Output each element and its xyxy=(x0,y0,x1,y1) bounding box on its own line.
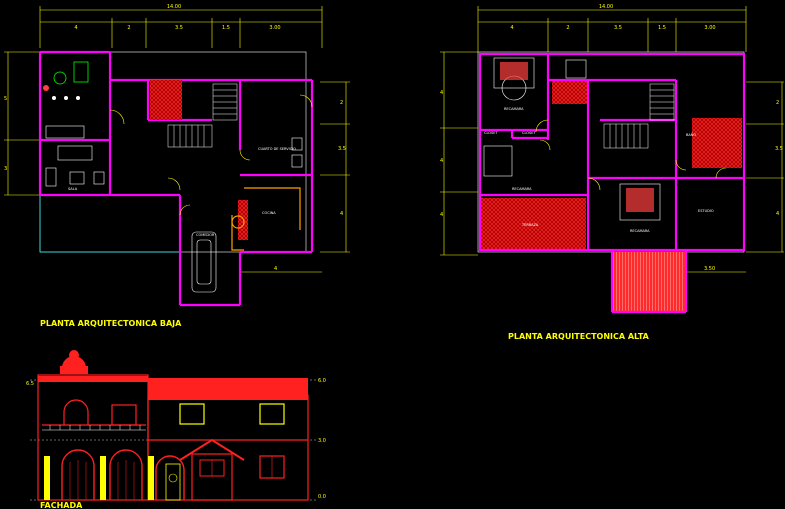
upper-stairs xyxy=(603,83,675,149)
facade-gable xyxy=(179,438,245,501)
upper-room-recamara3: RECAMARA xyxy=(630,229,650,233)
upper-hatch-bath xyxy=(552,80,588,104)
upper-left-dimensions xyxy=(440,51,478,256)
lower-hatch-bath xyxy=(150,80,182,120)
upper-right-dim-1: 2 xyxy=(776,100,779,106)
lower-top-dimensions xyxy=(39,6,323,48)
lower-right-dim-1: 2 xyxy=(340,100,343,106)
upper-bed-spreads xyxy=(500,62,654,212)
upper-room-closet2: CLOSET xyxy=(522,131,536,135)
lower-overall-dimension: 14.00 xyxy=(167,4,181,10)
facade-level-1: 0.0 xyxy=(318,494,326,500)
upper-plan-title: PLANTA ARQUITECTONICA ALTA xyxy=(508,332,650,341)
lower-top-dim-5: 3.00 xyxy=(269,25,280,31)
upper-floor-plan: 14.00 4 2 3.5 1.5 3.00 4 4 4 2 3.5 4 3.5… xyxy=(440,4,784,341)
facade-parapet xyxy=(38,376,148,382)
lower-plants xyxy=(43,61,89,100)
upper-room-closet1: CLOSET xyxy=(484,131,498,135)
upper-top-dim-4: 1.5 xyxy=(658,25,666,31)
upper-walls xyxy=(478,52,746,314)
lower-top-dim-1: 4 xyxy=(74,25,77,31)
facade-level-4: 6.5 xyxy=(26,381,34,387)
lower-top-dim-2: 2 xyxy=(127,25,130,31)
upper-hatch-bath2 xyxy=(692,118,742,168)
facade-ground-arches xyxy=(61,449,185,500)
facade-balcony-rail xyxy=(42,425,146,431)
facade-title: FACHADA xyxy=(40,501,83,509)
upper-room-estudio: ESTUDIO xyxy=(698,209,714,213)
upper-hatch-terrace xyxy=(480,198,586,250)
lower-garden-area xyxy=(39,194,181,253)
lower-top-dim-4: 1.5 xyxy=(222,25,230,31)
lower-top-dim-3: 3.5 xyxy=(175,25,183,31)
upper-doors xyxy=(535,119,727,191)
lower-room-sala: SALA xyxy=(68,187,78,191)
facade-level-2: 3.0 xyxy=(318,438,326,444)
upper-right-dim-3: 4 xyxy=(776,211,779,217)
upper-bottom-dim: 3.50 xyxy=(704,266,715,272)
lower-floor-plan: 14.00 4 2 3.5 1.5 3.00 5 3 2 3.5 4 4 xyxy=(4,4,350,328)
facade-dome xyxy=(60,350,88,374)
lower-right-dim-2: 3.5 xyxy=(338,146,346,152)
upper-top-dimensions xyxy=(477,6,747,52)
upper-room-bano: BAÑO xyxy=(686,132,696,137)
lower-left-dim-1: 5 xyxy=(4,96,7,102)
facade-arch-grilles xyxy=(69,460,135,500)
lower-doors xyxy=(109,94,313,216)
upper-room-recamara2: RECAMARA xyxy=(512,187,532,191)
upper-right-dimensions xyxy=(676,81,784,273)
lower-room-cocina: COCINA xyxy=(262,211,276,215)
upper-room-terraza: TERRAZA xyxy=(521,223,539,227)
lower-room-cuarto-servicio: CUARTO DE SERVICIO xyxy=(258,147,296,151)
upper-beds xyxy=(483,57,661,221)
facade-roof-band xyxy=(148,378,308,400)
lower-left-dimensions xyxy=(4,51,40,196)
lower-stairs xyxy=(167,83,238,148)
facade-upper-windows xyxy=(42,399,285,426)
upper-top-dim-3: 3.5 xyxy=(614,25,622,31)
upper-balcony-deck xyxy=(612,252,686,312)
upper-top-dim-2: 2 xyxy=(566,25,569,31)
lower-room-comedor: COMEDOR xyxy=(196,233,215,237)
upper-top-dim-1: 4 xyxy=(510,25,513,31)
lower-right-dimensions xyxy=(240,81,350,273)
lower-kitchen-counter xyxy=(231,187,301,251)
lower-bottom-dim: 4 xyxy=(274,266,277,272)
upper-top-dim-5: 3.00 xyxy=(704,25,715,31)
upper-left-dim-1: 4 xyxy=(440,90,443,96)
facade-level-3: 6.0 xyxy=(318,378,326,384)
upper-overall-dimension: 14.00 xyxy=(599,4,613,10)
facade-elevation: 0.0 3.0 6.0 6.5 xyxy=(26,350,326,509)
facade-columns xyxy=(44,456,154,500)
upper-left-dim-3: 4 xyxy=(440,212,443,218)
lower-hatch-wash xyxy=(238,200,248,240)
lower-right-dim-3: 4 xyxy=(340,211,343,217)
lower-furniture xyxy=(45,125,303,293)
upper-right-dim-2: 3.5 xyxy=(775,146,783,152)
facade-front-door xyxy=(165,463,181,501)
lower-plan-title: PLANTA ARQUITECTONICA BAJA xyxy=(40,319,182,328)
lower-left-dim-2: 3 xyxy=(4,166,7,172)
upper-left-dim-2: 4 xyxy=(440,158,443,164)
upper-room-recamara1: RECAMARA xyxy=(504,107,524,111)
